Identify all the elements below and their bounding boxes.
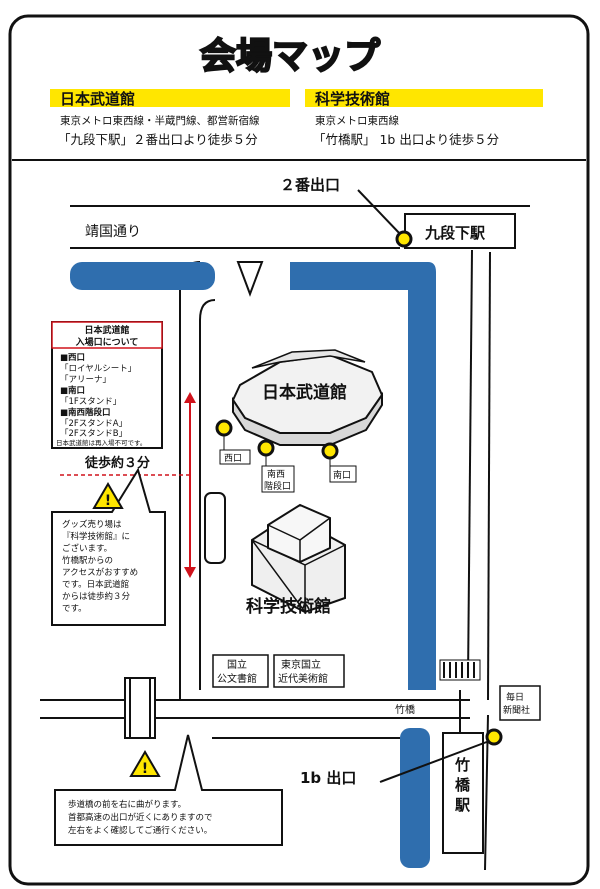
moma-box (273, 654, 345, 688)
venue-name-kagaku: 科学技術館 (315, 90, 390, 108)
exit1b-label: 1b 出口 (300, 769, 356, 787)
moma-label-1: 東京国立 (281, 658, 321, 671)
exit2-marker (395, 230, 413, 248)
mainichi-label-2: 新聞社 (503, 704, 530, 716)
map-title: 会場マップ (200, 36, 380, 77)
goods-line: アクセスがおすすめ (62, 567, 138, 578)
moat-west (70, 262, 215, 290)
gate-southwest-label-2: 階段口 (264, 480, 291, 492)
entrance-line: 「アリーナ」 (60, 375, 111, 385)
gate-southwest-marker (257, 439, 275, 457)
moat-south (400, 728, 430, 868)
warning-icon (129, 750, 161, 777)
archives-box (212, 654, 269, 688)
gate-west-label: 西口 (224, 453, 242, 464)
yasukuni-street-label: 靖国通り (85, 224, 141, 240)
street-line (467, 249, 473, 681)
gate-west-box (219, 449, 251, 465)
takebashi-station-box (442, 732, 484, 854)
takebashi-station-char2: 橋 (455, 776, 471, 794)
gate-triangle (236, 261, 264, 297)
entrance-line: 「2FスタンドA」 (60, 419, 127, 429)
entrance-line: ■南西階段口 (60, 407, 111, 418)
entrance-line: ■西口 (60, 353, 85, 363)
venue-line1-kagaku: 東京メトロ東西線 (315, 114, 399, 127)
takebashi-station-char3: 駅 (454, 796, 471, 814)
kudanshita-station-label: 九段下駅 (424, 224, 486, 242)
caution-line: 首都高速の出口が近くにありますので (68, 812, 213, 823)
entrance-line: 「1Fスタンド」 (60, 397, 121, 407)
caution-callout (54, 734, 283, 846)
crosswalk-stripes (443, 662, 475, 678)
mainichi-box (499, 685, 541, 721)
entrance-title-2: 入場口について (75, 336, 139, 348)
street-line (199, 299, 216, 690)
takebashi-label: 竹橋 (395, 703, 415, 716)
gate-south-label: 南口 (333, 469, 351, 481)
block (204, 492, 226, 564)
budokan-label: 日本武道館 (262, 382, 347, 403)
street-line (487, 251, 491, 701)
svg-text:!: ! (105, 493, 111, 509)
entrance-title-1: 日本武道館 (84, 324, 129, 336)
takebashi-station-char1: 竹 (454, 756, 470, 774)
venue-line2-kagaku: 「竹橋駅」 1b 出口より徒歩５分 (313, 132, 499, 147)
exit1b-pointer (379, 739, 493, 783)
mainichi-label-1: 毎日 (506, 691, 524, 703)
venue-bar-budokan (50, 89, 290, 107)
entrance-lines: ■西口 「ロイヤルシート」 「アリーナ」 ■南口 「1Fスタンド」 ■南西階段口… (60, 353, 136, 439)
goods-line: です。 (62, 604, 87, 614)
caution-line: 左右をよく確認してご通行ください。 (68, 825, 212, 836)
goods-line: 竹橋駅からの (62, 555, 113, 566)
svg-text:!: ! (142, 761, 148, 777)
gate-south-box (329, 465, 357, 483)
entrance-line: ■南口 (60, 385, 85, 396)
entrance-line: 「ロイヤルシート」 (60, 364, 136, 374)
venue-bar-kagaku (305, 89, 543, 107)
moma-label-2: 近代美術館 (278, 672, 328, 685)
exit2-pointer (357, 189, 403, 237)
goods-line: ございます。 (62, 543, 112, 554)
goods-line: です。日本武道館 (62, 579, 129, 590)
entrance-note: 日本武道館は再入場不可です。 (56, 438, 146, 447)
warning-icon (92, 482, 124, 509)
venue-name-budokan: 日本武道館 (60, 90, 135, 108)
kagaku-building (251, 503, 346, 615)
goods-line: 『科学技術館』に (62, 531, 130, 542)
venue-line1-budokan: 東京メトロ東西線・半蔵門線、都営新宿線 (60, 114, 260, 127)
entrance-line: 「2FスタンドB」 (60, 429, 127, 439)
exit2-label: ２番出口 (280, 176, 340, 194)
gate-west-marker (215, 419, 233, 437)
goods-line: グッズ売り場は (62, 519, 122, 530)
archives-label-1: 国立 (227, 658, 247, 671)
caution-line: 歩道橋の前を右に曲がります。 (68, 799, 186, 810)
venue-line2-budokan: 「九段下駅」２番出口より徒歩５分 (58, 132, 258, 147)
gate-south-marker (321, 442, 339, 460)
walk-time-label: 徒歩約３分 (84, 455, 150, 471)
exit1b-marker (485, 728, 503, 746)
moat-east (290, 262, 436, 690)
budokan-building (231, 349, 384, 446)
gate-southwest-label-1: 南西 (267, 468, 285, 480)
archives-label-2: 公文書館 (217, 672, 257, 685)
gate-southwest-box (261, 465, 295, 493)
kudanshita-station-box (404, 213, 516, 249)
kagaku-label: 科学技術館 (246, 596, 331, 617)
goods-line: からは徒歩約３分 (62, 591, 131, 602)
